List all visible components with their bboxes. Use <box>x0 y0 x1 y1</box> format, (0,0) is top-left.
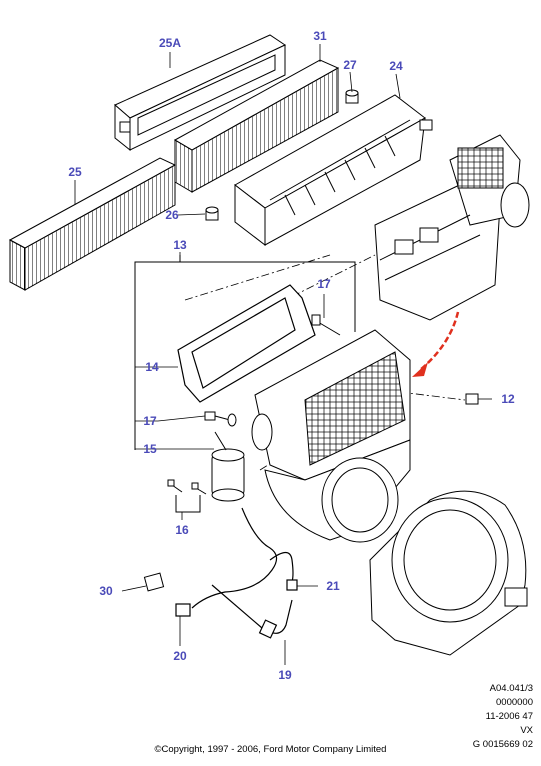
reference-block: A04.041/3 0000000 11-2006 47 VX G 001566… <box>473 682 533 752</box>
part-24-filter-housing <box>234 94 433 247</box>
reference-line-1: A04.041/3 <box>489 683 533 694</box>
reference-line-2: 0000000 <box>496 697 533 708</box>
leader-lines <box>74 44 492 665</box>
callout-31[interactable]: 31 <box>313 29 327 43</box>
reference-line-4: VX <box>520 725 533 736</box>
part-16-screws <box>167 479 207 513</box>
heater-assembly-overview <box>374 134 530 321</box>
part-30-clip <box>143 572 165 592</box>
blower-housing <box>251 329 411 543</box>
callout-30[interactable]: 30 <box>99 584 113 598</box>
callout-17-lower[interactable]: 17 <box>143 414 157 428</box>
callout-19[interactable]: 19 <box>278 668 292 682</box>
part-25a-filter-frame <box>114 34 287 152</box>
callout-14[interactable]: 14 <box>145 360 159 374</box>
callout-20[interactable]: 20 <box>173 649 187 663</box>
part-31-pollen-filter <box>173 59 340 193</box>
callout-25a[interactable]: 25A <box>159 36 181 50</box>
callout-21[interactable]: 21 <box>326 579 340 593</box>
direction-arrow <box>412 311 460 377</box>
part-15-blower-motor <box>211 431 245 502</box>
callout-24[interactable]: 24 <box>389 59 403 73</box>
reference-line-5: G 0015669 02 <box>472 739 533 750</box>
callout-25[interactable]: 25 <box>68 165 82 179</box>
reference-line-3: 11-2006 47 <box>485 711 533 722</box>
callout-17-upper[interactable]: 17 <box>317 277 331 291</box>
part-25-pollen-filter <box>8 157 177 291</box>
part-26-grommet <box>205 206 219 221</box>
callout-26[interactable]: 26 <box>165 208 179 222</box>
callout-27[interactable]: 27 <box>343 58 357 72</box>
callout-12[interactable]: 12 <box>501 392 515 406</box>
part-17-screw-lower <box>204 411 237 427</box>
callout-13[interactable]: 13 <box>173 238 187 252</box>
copyright-notice: ©Copyright, 1997 - 2006, Ford Motor Comp… <box>154 744 387 755</box>
part-14-seal-frame <box>177 284 316 403</box>
wiring-harness <box>175 507 298 639</box>
scroll-housing <box>369 490 528 656</box>
part-12-clip <box>465 393 479 405</box>
callout-15[interactable]: 15 <box>143 442 157 456</box>
callout-16[interactable]: 16 <box>175 523 189 537</box>
part-17-screw-upper <box>311 314 341 336</box>
